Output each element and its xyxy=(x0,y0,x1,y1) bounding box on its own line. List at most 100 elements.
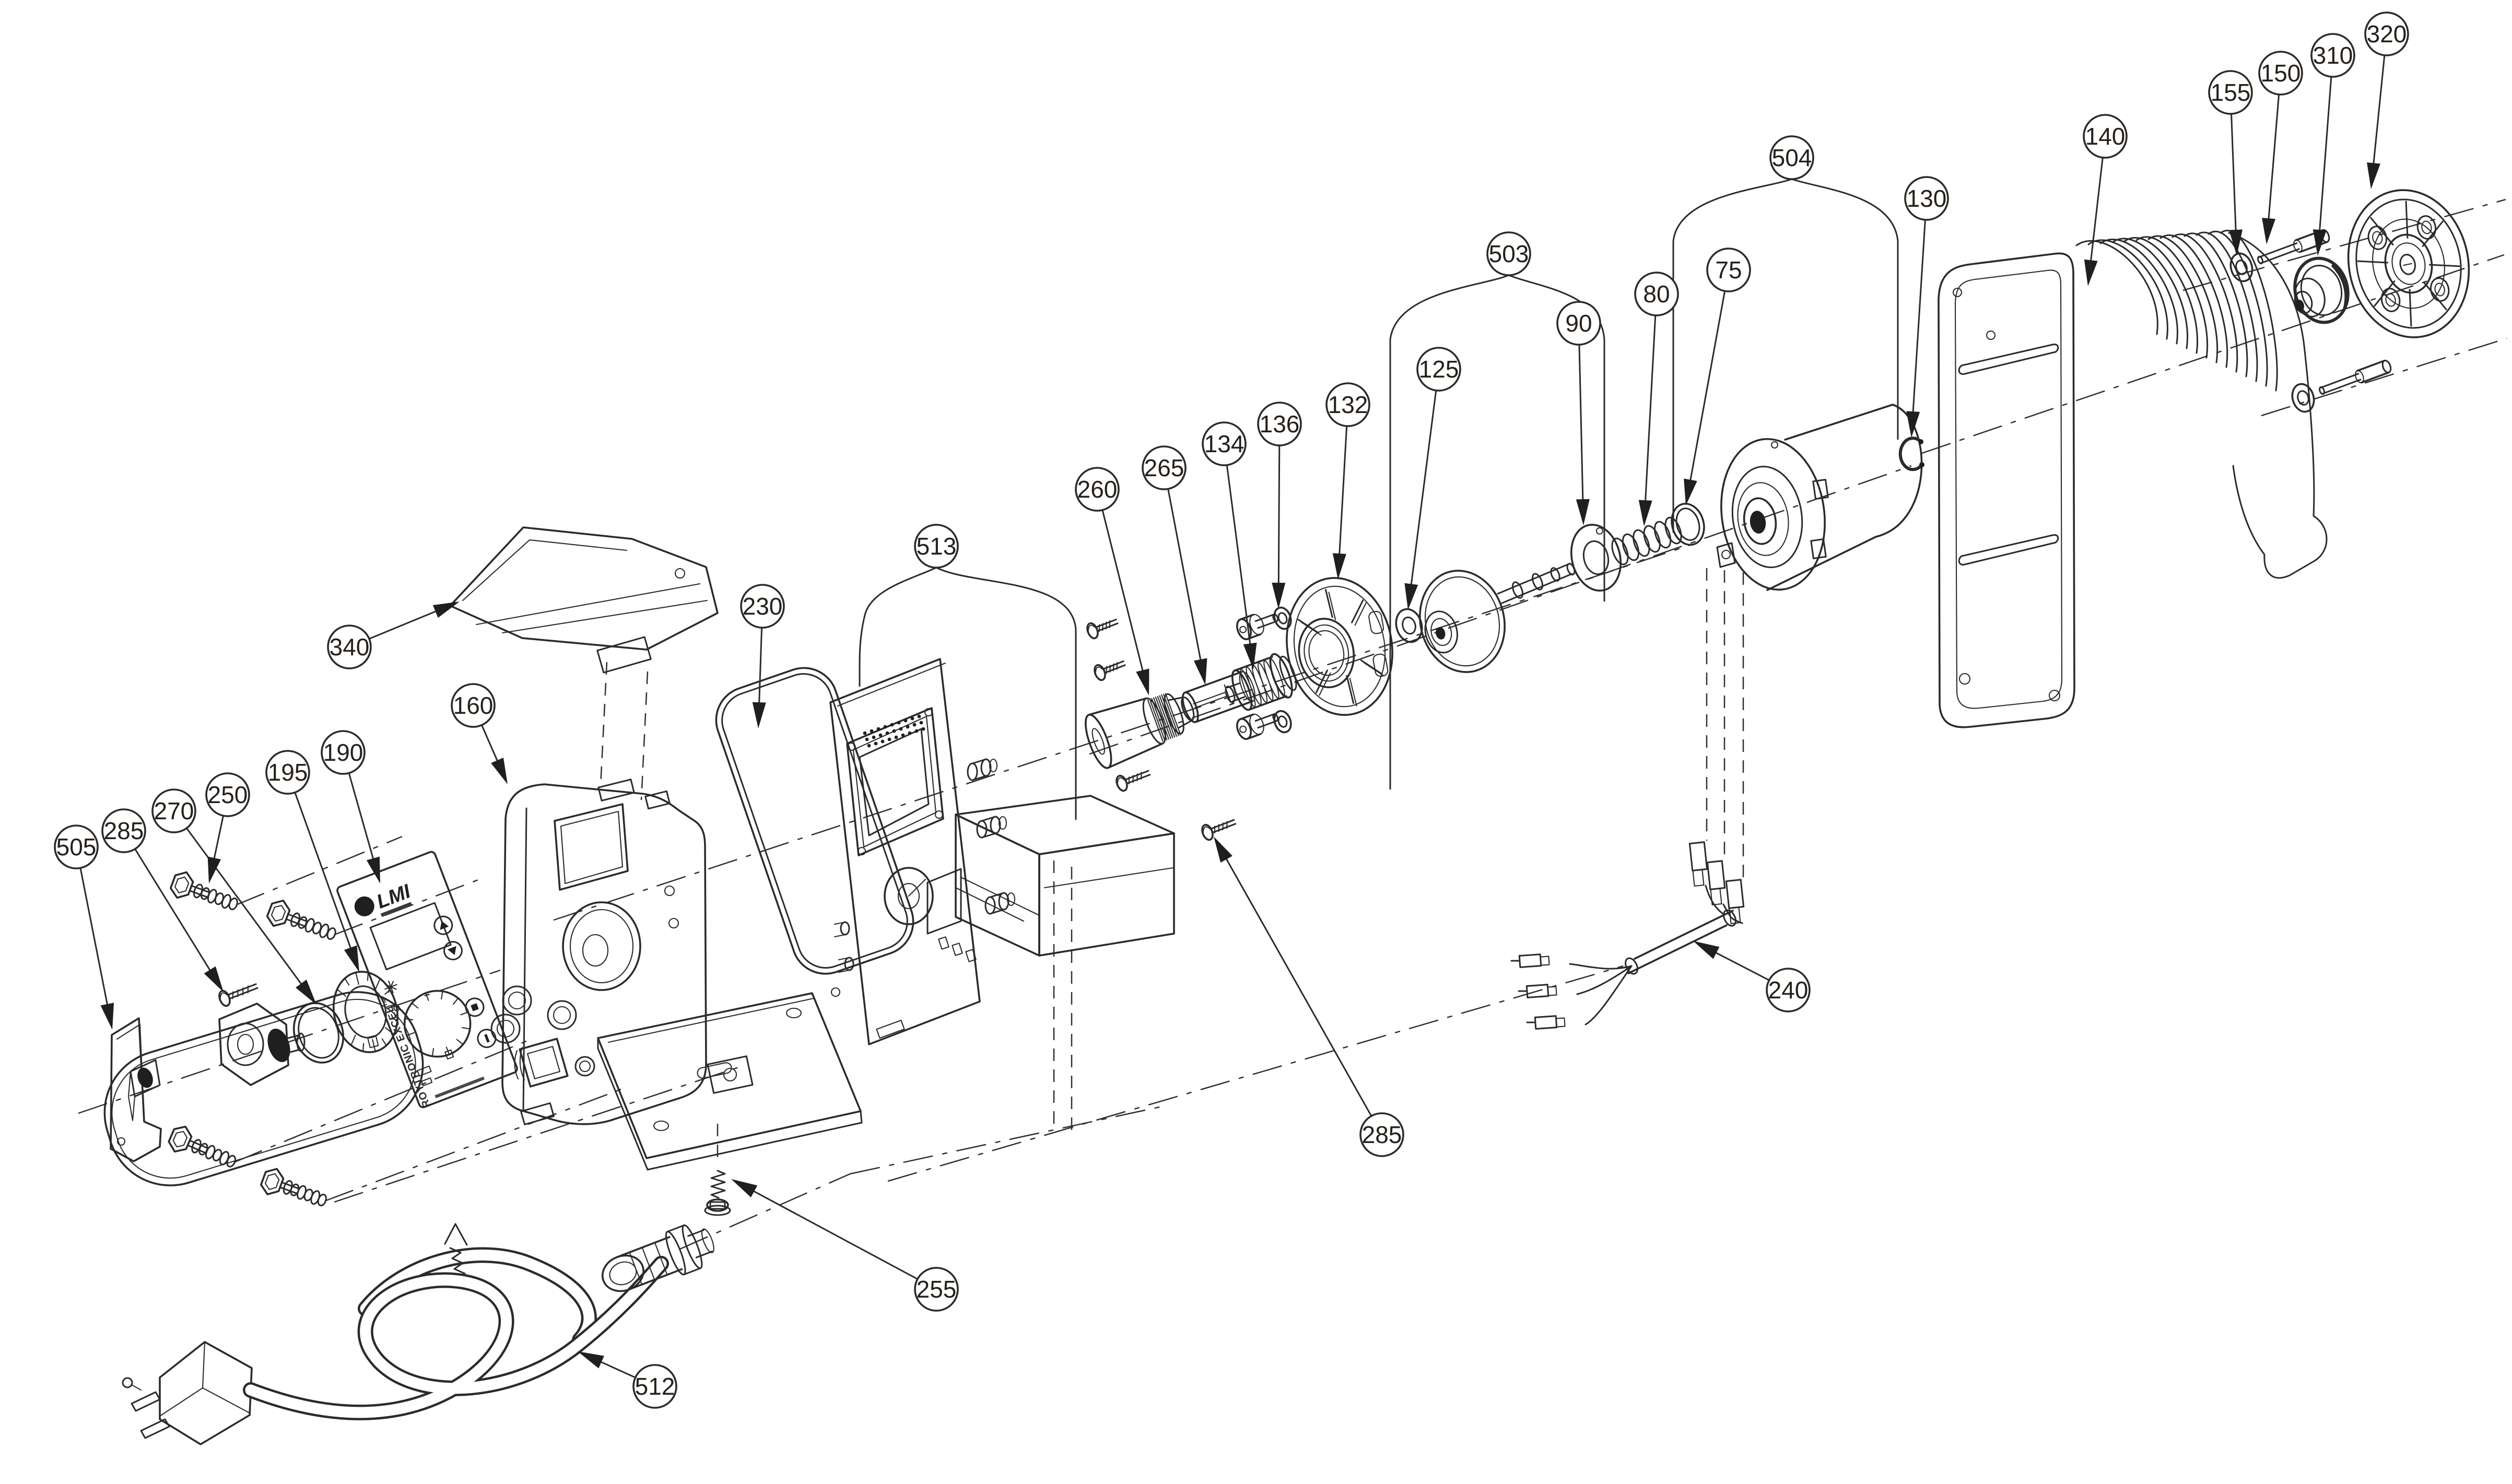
dash-dot-centerline xyxy=(2182,198,2506,291)
housing-gasket xyxy=(715,667,914,975)
callout-leader xyxy=(578,1351,636,1379)
callout-balloon: 240 xyxy=(1766,968,1811,1012)
svg-text:160: 160 xyxy=(453,692,494,719)
svg-text:320: 320 xyxy=(2367,20,2407,48)
svg-text:270: 270 xyxy=(154,797,194,825)
svg-text:150: 150 xyxy=(2261,60,2301,87)
screw-long xyxy=(169,871,238,911)
base-screw xyxy=(704,1170,731,1216)
hinged-cover xyxy=(449,526,719,674)
callout-balloon: 125 xyxy=(1416,347,1461,392)
callout-balloon: 190 xyxy=(321,730,366,775)
callout-balloon: 310 xyxy=(2310,33,2355,78)
svg-text:LMI: LMI xyxy=(374,880,414,913)
svg-text:190: 190 xyxy=(323,739,363,766)
svg-text:505: 505 xyxy=(56,833,97,861)
screw-pan-head xyxy=(218,983,259,1007)
pulley-body xyxy=(2293,256,2350,324)
callout-balloon: 136 xyxy=(1257,402,1302,446)
svg-text:513: 513 xyxy=(917,533,957,560)
transformer xyxy=(926,795,1175,962)
callout-leader xyxy=(481,724,508,784)
bolt xyxy=(2257,229,2330,265)
screw xyxy=(1116,770,1151,792)
wire-harness xyxy=(1510,841,1745,1030)
callout-balloon: 132 xyxy=(1325,382,1370,427)
screw-long xyxy=(266,899,336,940)
svg-text:260: 260 xyxy=(1077,476,1118,503)
callout-balloon: 285 xyxy=(1359,1112,1404,1157)
callout-leader xyxy=(2229,113,2243,256)
callout-leader xyxy=(207,815,224,884)
centerlines xyxy=(78,198,2507,1250)
callout-leader xyxy=(731,1179,918,1280)
socket-screw xyxy=(1236,613,1279,641)
svg-text:504: 504 xyxy=(1772,144,1812,171)
slide-washer xyxy=(1570,524,1622,592)
svg-text:75: 75 xyxy=(1715,256,1742,284)
svg-text:340: 340 xyxy=(330,633,370,661)
screw xyxy=(168,1125,237,1168)
callout-leader xyxy=(1167,489,1207,685)
svg-text:250: 250 xyxy=(208,781,248,808)
power-plug xyxy=(122,1341,253,1445)
callout-balloon: 75 xyxy=(1706,248,1751,292)
callout-balloon: 340 xyxy=(327,625,372,669)
callout-leader xyxy=(1272,445,1286,609)
svg-text:140: 140 xyxy=(2085,123,2126,150)
screw-long xyxy=(168,1125,237,1168)
svg-text:512: 512 xyxy=(635,1373,675,1400)
callout-leader xyxy=(1693,941,1770,981)
screw xyxy=(1201,819,1237,841)
svg-text:265: 265 xyxy=(1144,454,1184,481)
screw-pan-head xyxy=(1086,618,1119,640)
ring xyxy=(333,971,398,1053)
screw xyxy=(1236,613,1279,641)
svg-text:240: 240 xyxy=(1768,976,1809,1004)
callout-leader xyxy=(134,849,224,992)
callout-balloon: 80 xyxy=(1634,272,1679,316)
dashed-line xyxy=(600,662,608,786)
drive-coupler xyxy=(1085,693,1195,769)
callout-balloon: 140 xyxy=(2083,114,2128,159)
svg-text:90: 90 xyxy=(1565,310,1592,337)
screw xyxy=(1236,713,1279,740)
callout-balloon: 150 xyxy=(2258,51,2303,96)
callout-balloon: 265 xyxy=(1142,445,1187,490)
retaining-ring xyxy=(1898,437,1924,472)
bolt xyxy=(2319,359,2392,395)
power-cord xyxy=(243,1247,669,1420)
eccentric-pulley xyxy=(2293,256,2350,324)
control-housing xyxy=(490,779,707,1125)
twist-tie xyxy=(444,1223,468,1275)
svg-text:285: 285 xyxy=(1362,1121,1402,1148)
svg-text:134: 134 xyxy=(1204,430,1245,457)
callout-balloon: 255 xyxy=(914,1267,959,1312)
rotor-body xyxy=(1419,570,1506,673)
svg-text:255: 255 xyxy=(917,1276,957,1303)
svg-text:132: 132 xyxy=(1328,391,1368,418)
strain-relief-fitting xyxy=(601,1224,714,1292)
adjust-knob xyxy=(218,1003,306,1086)
callout-leader xyxy=(1576,344,1590,525)
screw xyxy=(1094,660,1126,681)
callout-leader xyxy=(1404,390,1437,610)
dash-dot-centerline xyxy=(324,1086,627,1202)
svg-text:503: 503 xyxy=(1489,240,1529,267)
svg-text:310: 310 xyxy=(2313,42,2353,69)
callout-leader xyxy=(2084,157,2104,286)
fan-cover xyxy=(2347,189,2470,338)
screw xyxy=(260,1168,327,1207)
collet-body xyxy=(1181,670,1255,723)
screw-pan-head xyxy=(1116,770,1151,792)
motor xyxy=(1716,404,1923,591)
spring xyxy=(1611,516,1682,566)
svg-text:285: 285 xyxy=(104,817,144,844)
dash-dot-centerline xyxy=(2261,337,2507,417)
screw xyxy=(266,899,336,940)
callout-balloons: 5052852702501951903401602305132602651341… xyxy=(54,11,2409,1409)
coupler-body xyxy=(1085,693,1195,769)
svg-text:155: 155 xyxy=(2211,79,2251,106)
